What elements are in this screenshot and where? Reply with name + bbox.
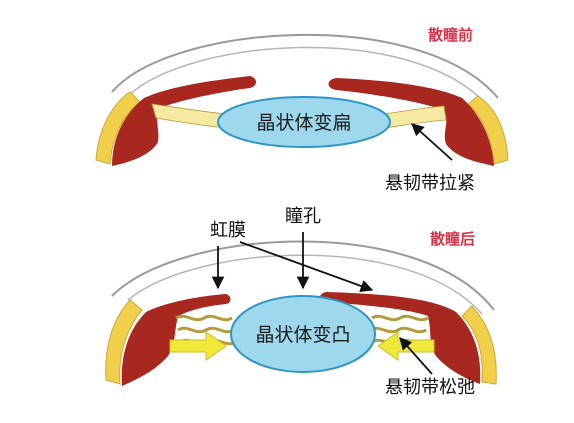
top-lens: [217, 96, 391, 148]
bottom-stage-label: 散瞳后: [430, 230, 475, 248]
iris-pointer-right: [239, 241, 374, 293]
top-cornea-outer: [111, 34, 499, 99]
top-ligament-pointer: [411, 123, 453, 161]
top-lens-label: 晶状体变扁: [256, 112, 351, 134]
bottom-right-iris: [320, 292, 481, 384]
top-right-ligament: [383, 105, 447, 129]
top-stage-label: 散瞳前: [428, 26, 473, 44]
bottom-ligament-pointer: [399, 337, 433, 375]
top-left-iris: [112, 76, 256, 166]
bottom-panel: 晶状体变凸 散瞳后 虹膜 瞳孔 悬韧带松弛: [105, 206, 497, 398]
iris-label: 虹膜: [210, 220, 246, 241]
top-cornea-inner: [127, 46, 487, 105]
bottom-lens: [230, 295, 376, 373]
bottom-left-sclera: [105, 299, 143, 385]
bottom-cornea-outer: [111, 240, 495, 311]
bottom-ligament-label: 悬韧带松弛: [385, 377, 475, 398]
bottom-right-sclera: [461, 305, 497, 385]
bottom-left-iris: [121, 294, 231, 386]
top-ligament-label: 悬韧带拉紧: [385, 173, 475, 194]
bottom-lens-label: 晶状体变凸: [255, 324, 350, 346]
top-left-ligament: [151, 103, 227, 129]
top-left-sclera: [95, 91, 141, 165]
top-right-iris: [328, 78, 494, 166]
top-right-sclera: [467, 95, 509, 165]
pupil-label: 瞳孔: [285, 206, 321, 227]
left-push-arrow: [169, 331, 227, 361]
top-panel: 晶状体变扁 散瞳前 悬韧带拉紧: [95, 26, 509, 194]
